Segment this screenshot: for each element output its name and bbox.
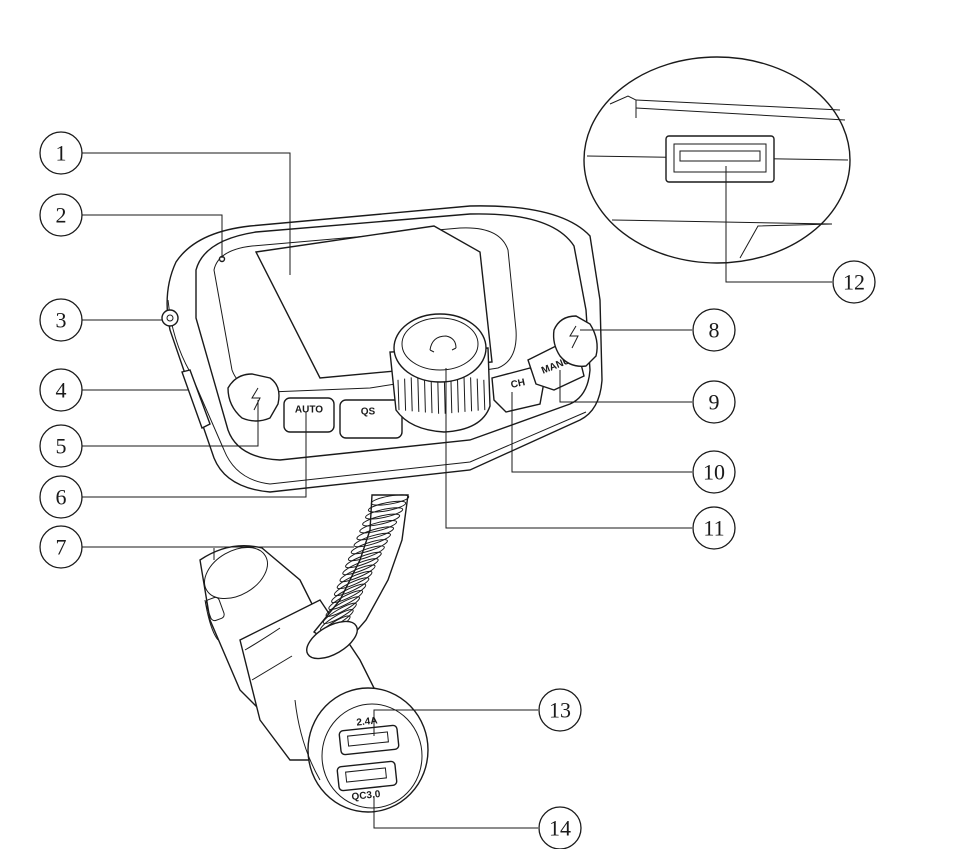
aux-jack — [161, 309, 179, 327]
callouts: 1 2 3 4 5 6 7 8 9 10 11 12 13 14 — [39, 131, 876, 850]
callout-13: 13 — [538, 688, 582, 732]
svg-text:7: 7 — [56, 535, 67, 560]
svg-text:4: 4 — [56, 378, 67, 403]
gooseneck — [306, 494, 410, 660]
callout-12: 12 — [832, 260, 876, 304]
leader-lines — [82, 152, 832, 829]
prev-button[interactable] — [227, 373, 280, 422]
svg-text:13: 13 — [549, 698, 571, 723]
usb-port-2.4a-label: 2.4A — [356, 715, 378, 728]
gooseneck-ring — [347, 545, 385, 562]
callout-1: 1 — [39, 131, 83, 175]
callout-5: 5 — [39, 424, 83, 468]
svg-text:14: 14 — [549, 816, 571, 841]
gooseneck-ring — [325, 596, 360, 618]
callout-3: 3 — [39, 298, 83, 342]
knob-rib — [417, 376, 420, 412]
tf-card-slot — [181, 369, 211, 429]
callout-11: 11 — [692, 506, 736, 550]
callout-10: 10 — [692, 450, 736, 494]
svg-text:8: 8 — [709, 318, 720, 343]
auto-button-label: AUTO — [295, 405, 323, 416]
knob-rib — [456, 374, 459, 413]
gooseneck-ring — [345, 551, 382, 569]
svg-text:11: 11 — [703, 516, 724, 541]
next-button[interactable] — [552, 315, 598, 367]
gooseneck-ring — [342, 558, 379, 576]
svg-text:3: 3 — [56, 308, 67, 333]
callout-2: 2 — [39, 193, 83, 237]
callout-8: 8 — [692, 308, 736, 352]
gooseneck-ring — [356, 526, 395, 541]
knob-rib — [410, 377, 413, 412]
svg-text:6: 6 — [56, 485, 67, 510]
knob-rib — [463, 376, 466, 412]
knob-rib — [404, 378, 407, 411]
gooseneck-ring — [328, 589, 364, 611]
knob-rib — [483, 379, 486, 411]
svg-text:5: 5 — [56, 434, 67, 459]
gooseneck-ring — [362, 513, 401, 527]
knob-rib — [423, 374, 426, 413]
gooseneck-ring — [339, 564, 376, 583]
svg-text:9: 9 — [709, 390, 720, 415]
qs-button-label: QS — [361, 407, 376, 418]
gooseneck-ring — [336, 570, 373, 590]
car-plug: 2.4A QC3.0 — [199, 545, 429, 813]
main-unit: AUTO QS CH MANU — [161, 205, 603, 493]
svg-text:12: 12 — [843, 270, 865, 295]
qs-button[interactable]: QS — [339, 399, 403, 439]
knob-rib — [397, 379, 400, 411]
gooseneck-ring — [365, 507, 404, 520]
svg-text:1: 1 — [56, 141, 67, 166]
svg-text:10: 10 — [703, 460, 725, 485]
ch-button-label: CH — [510, 377, 526, 391]
callout-9: 9 — [692, 380, 736, 424]
knob-rib — [476, 378, 479, 411]
svg-text:2: 2 — [56, 203, 67, 228]
callout-4: 4 — [39, 368, 83, 412]
gooseneck-ring — [359, 519, 398, 534]
phone-icon — [429, 335, 457, 353]
gooseneck-ring — [331, 583, 367, 604]
callout-14: 14 — [538, 806, 582, 850]
gooseneck-ring — [367, 500, 407, 513]
control-knob[interactable] — [389, 313, 491, 433]
callout-6: 6 — [39, 475, 83, 519]
gooseneck-ring — [353, 532, 391, 548]
knob-rib — [470, 377, 473, 412]
gooseneck-ring — [322, 602, 357, 625]
gooseneck-ring — [350, 539, 388, 555]
auto-button[interactable]: AUTO — [283, 397, 335, 433]
callout-7: 7 — [39, 525, 83, 569]
gooseneck-ring — [333, 577, 370, 597]
usb-port-detail — [583, 56, 851, 264]
gooseneck-ring — [370, 494, 410, 506]
